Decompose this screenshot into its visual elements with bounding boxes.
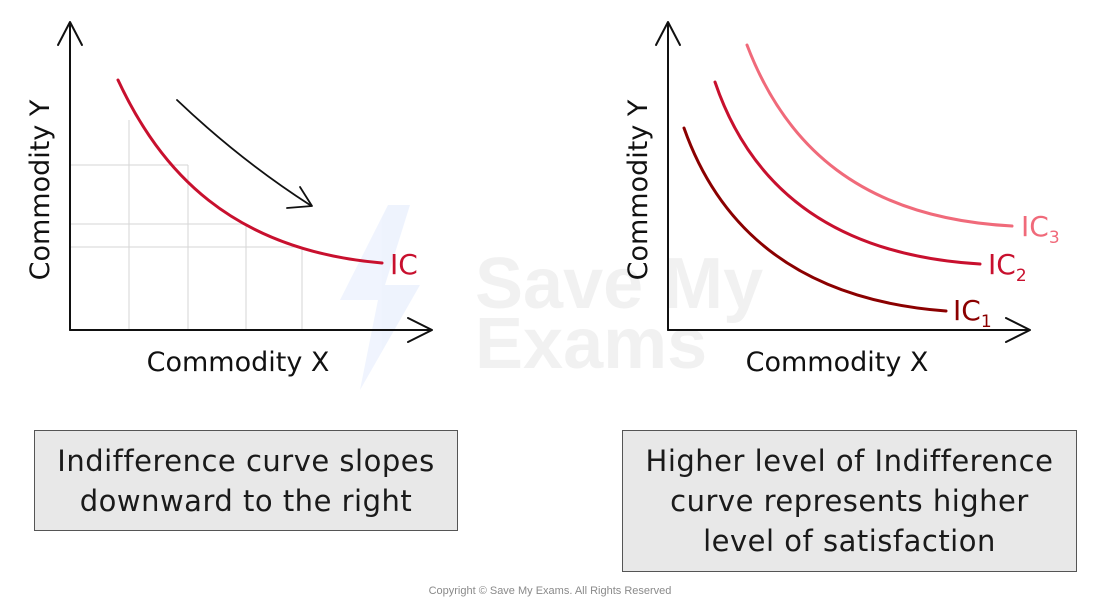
- left-grid: [70, 120, 303, 330]
- left-ic-curve: [116, 78, 384, 265]
- copyright-notice: Copyright © Save My Exams. All Rights Re…: [428, 585, 672, 597]
- right-caption-line-1: Higher level of Indifference: [645, 444, 1054, 478]
- right-axes: [655, 21, 1031, 343]
- watermark-line-1: Save My: [475, 244, 763, 324]
- right-caption-line-2: curve represents higher: [670, 484, 1029, 518]
- ic2-label: IC2: [988, 248, 1027, 286]
- ic1-label-base: IC: [953, 294, 981, 327]
- left-x-axis-label: Commodity X: [147, 347, 330, 378]
- watermark: Save My Exams: [340, 205, 763, 390]
- right-y-axis-arrow: [655, 21, 681, 46]
- right-caption-box: Higher level of Indifference curve repre…: [622, 430, 1077, 572]
- right-x-axis-label: Commodity X: [746, 347, 929, 378]
- left-y-axis-label: Commodity Y: [25, 99, 56, 280]
- left-caption-line-2: downward to the right: [79, 483, 413, 518]
- ic2-curve: [713, 80, 982, 266]
- right-x-axis-arrow: [1005, 317, 1031, 343]
- slope-direction-arrow: [176, 99, 313, 209]
- left-y-axis-arrow: [57, 21, 83, 46]
- left-axes: [57, 21, 433, 343]
- left-curve-label: IC: [390, 248, 418, 281]
- ic2-label-sub: 2: [1016, 266, 1027, 286]
- right-caption-line-3: level of satisfaction: [703, 524, 996, 558]
- ic1-curve: [682, 126, 948, 313]
- right-caption-text: Higher level of Indifference curve repre…: [646, 441, 1054, 561]
- left-caption-text: Indifference curve slopes downward to th…: [57, 441, 434, 521]
- lightning-logo-icon: [340, 205, 420, 390]
- ic3-curve: [745, 43, 1014, 228]
- left-caption-line-1: Indifference curve slopes: [57, 443, 435, 478]
- ic3-label-base: IC: [1021, 210, 1049, 243]
- ic3-label-sub: 3: [1049, 228, 1060, 248]
- right-diagram: IC1 IC2 IC3 Commodity X Commodity Y: [623, 21, 1060, 378]
- left-x-axis-arrow: [407, 317, 433, 343]
- left-caption-box: Indifference curve slopes downward to th…: [34, 430, 458, 531]
- ic1-label: IC1: [953, 294, 992, 332]
- right-y-axis-label: Commodity Y: [623, 99, 654, 280]
- left-diagram: IC Commodity X Commodity Y: [25, 21, 433, 378]
- ic1-label-sub: 1: [981, 312, 992, 332]
- ic3-label: IC3: [1021, 210, 1060, 248]
- ic2-label-base: IC: [988, 248, 1016, 281]
- watermark-line-2: Exams: [475, 304, 707, 384]
